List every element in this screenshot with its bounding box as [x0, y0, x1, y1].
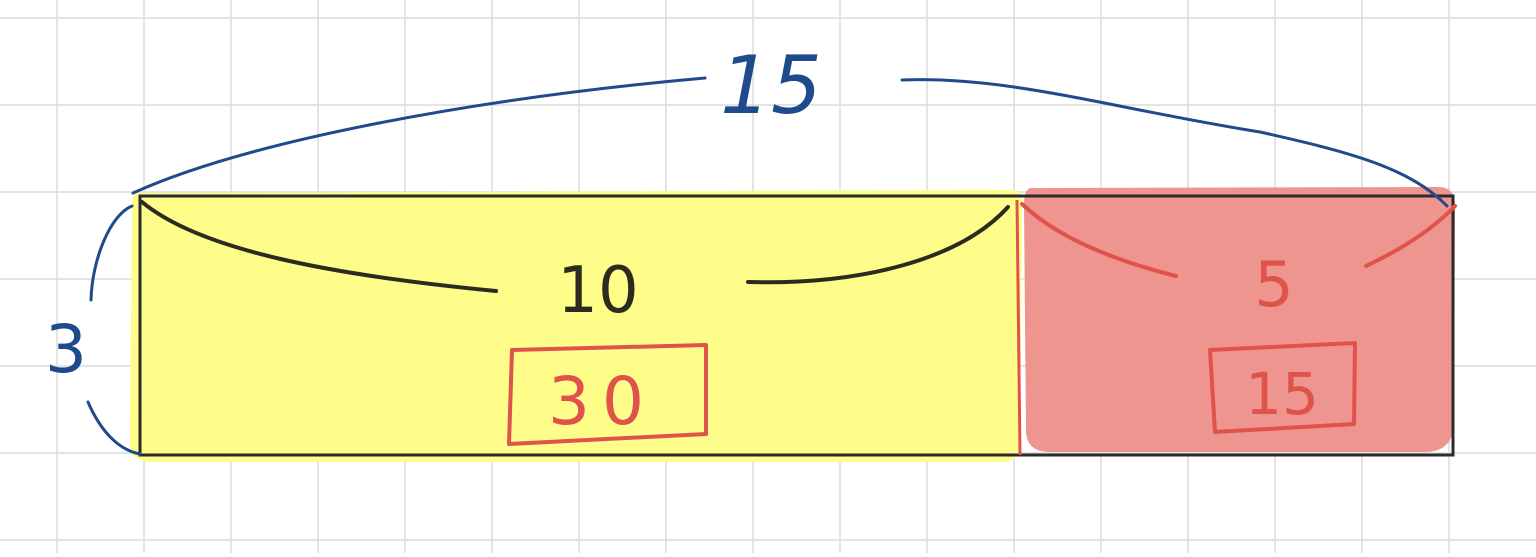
right-length-brace-right [1364, 204, 1457, 268]
left-length-brace-left [140, 200, 498, 293]
left-area-box [507, 343, 708, 446]
total-length-brace-left [131, 76, 707, 195]
right-rectangle-fill [1024, 187, 1455, 452]
left-length-label: 10 [557, 254, 638, 328]
total-length-brace-right [900, 78, 1449, 208]
right-area-box [1208, 341, 1357, 434]
height-brace-top [89, 204, 134, 302]
outer-rectangle [138, 194, 1455, 457]
left-length-brace-right [746, 205, 1010, 285]
right-length-label: 5 [1254, 248, 1293, 321]
left-rectangle-fill [129, 190, 1023, 462]
height-label: 3 [45, 311, 87, 388]
height-brace-bottom [86, 400, 142, 456]
divider-line [1015, 199, 1022, 456]
right-length-brace-left [1020, 202, 1178, 278]
right-area-label: 15 [1245, 360, 1319, 428]
left-area-label: 30 [548, 363, 656, 440]
total-length-label: 15 [720, 39, 822, 132]
